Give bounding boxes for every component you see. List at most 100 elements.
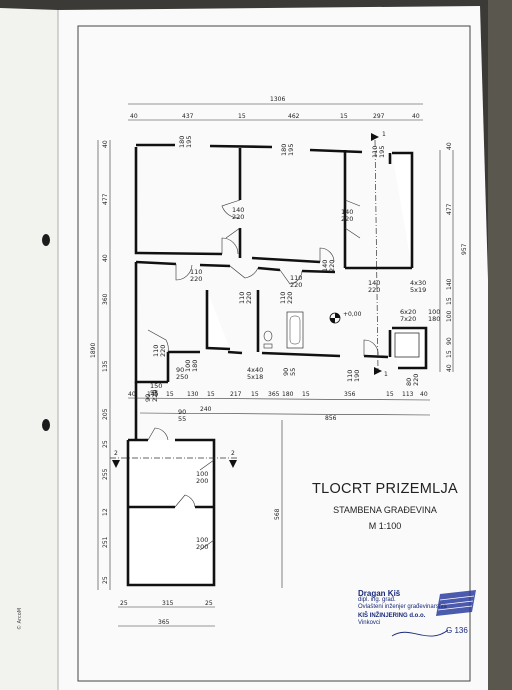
dim-text: 90 [144,394,152,402]
dim-text: 15 [166,391,174,398]
dim-text: 240 [200,406,212,413]
dim-text: 55 [150,389,158,397]
side-text: © ArcoM [17,607,23,630]
dim-text: 100 [446,310,453,322]
left-dimensions [97,140,111,590]
dim-text: 130 [187,391,199,398]
dim-text: 957 [461,243,468,255]
chimney [394,332,420,358]
dim-text: 135 [102,360,109,372]
drawing-title: TLOCRT PRIZEMLJA [311,481,459,497]
company-logo [436,590,476,616]
dim-text: 568 [274,508,281,520]
dim-text: 195 [378,146,386,158]
dim-text: 250 [176,373,188,381]
dim-text: 297 [373,113,385,120]
dim-text: 200 [196,543,208,551]
sheet-number: G 136 [446,626,468,635]
dim-text: 15 [386,391,394,398]
binder-hole [42,234,50,246]
dim-text: 40 [420,391,428,398]
dim-text: 90 [178,408,186,416]
dim-text: 365 [158,619,170,626]
dim-text: 100 [428,308,440,316]
dim-text: 4x40 [247,366,263,374]
engineer-degree: dipl. ing. građ. [358,597,396,603]
dim-text: 1890 [90,343,97,358]
dim-text: 356 [344,391,356,398]
dim-text: 195 [287,144,295,156]
dim-text: 15 [251,391,259,398]
dim-text: 140 [232,206,244,214]
dim-text: 110 [152,345,160,357]
dim-text: 110 [238,292,246,304]
top-dimensions: 1306 [128,96,423,121]
dim-text: 180 [428,315,440,323]
dim-text: 110 [371,146,379,158]
section-line-2: 2 2 [110,450,238,468]
dim-text: 477 [102,193,109,205]
company-name: KIŠ INŽINJERING d.o.o. [358,613,426,619]
bathtub [286,311,304,349]
dim-text: 100 [196,536,208,544]
dim-text: 140 [321,260,329,272]
dim-text: 140 [446,278,453,290]
dim-text: 145 [147,391,159,398]
dim-text: 220 [412,374,420,386]
dim-text: 5x19 [410,286,426,294]
dim-text: 220 [190,275,202,283]
dim-text: 15 [302,391,310,398]
dim-text: 190 [353,370,361,382]
dim-text: 6x20 [400,308,416,316]
dim-text: 4x30 [410,279,426,287]
section-label: 1 [384,371,388,378]
dim-text: 365 [268,391,280,398]
dim-text: 90 [282,368,290,376]
dim-text: 180 [282,391,294,398]
dim-text: 55 [178,415,186,423]
dim-text: 217 [230,391,242,398]
dim-text: 110 [190,268,202,276]
dim-text: 220 [286,292,294,304]
drawing-scale: M 1:100 [368,521,402,531]
door-swings [147,199,379,551]
dim-text: 40 [446,142,453,150]
dim-text: 180 [178,136,186,148]
level-marker: +0,00 [329,311,362,324]
dim-text: 25 [102,576,109,584]
dim-text: 15 [340,113,348,120]
dim-text: 25 [102,440,109,448]
drawing-subtitle: STAMBENA GRAĐEVINA [333,505,437,515]
dim-text: 5x18 [247,373,263,381]
dim-text: 140 [368,279,380,287]
dim-text: 856 [325,415,337,422]
toilet [263,330,273,349]
dim-text: 40 [130,113,138,120]
dim-text: 220 [368,286,380,294]
dim-text: 200 [196,477,208,485]
dim-text: 205 [102,408,109,420]
engineer-stamp: Dragan Kiš dipl. ing. građ. Ovlašteni in… [358,590,447,627]
dim-text: 15 [446,350,453,358]
binder-hole [42,419,50,431]
engineer-name: Dragan Kiš [358,589,401,598]
dim-text: 360 [102,293,109,305]
dim-text: 40 [412,113,420,120]
dim-text: 25 [205,600,213,607]
section-label: 2 [231,450,235,457]
dim-text: 15 [446,297,453,305]
section-label: 2 [114,450,118,457]
dim-text: 40 [128,391,136,398]
dim-text: 15 [238,113,246,120]
dim-text: 110 [290,274,302,282]
dim-text: 90 [176,366,184,374]
dim-text: 1306 [270,96,285,103]
drawing-title-block: TLOCRT PRIZEMLJA STAMBENA GRAĐEVINA M 1:… [290,481,480,531]
dim-568: 568 [274,420,283,588]
dim-text: 220 [159,345,167,357]
left-page [0,8,58,690]
